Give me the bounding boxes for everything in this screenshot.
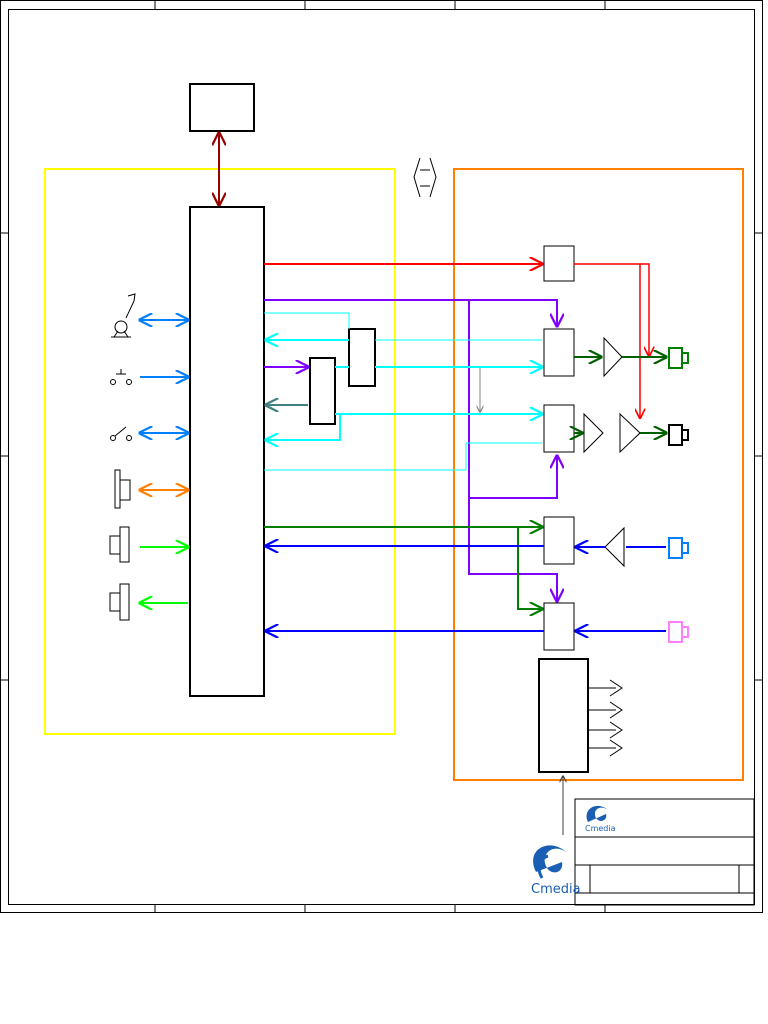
dark-green-lines: [574, 357, 666, 433]
cyan-signal-lines: [264, 312, 542, 471]
top-block[interactable]: [189, 83, 255, 132]
connector-icon: [109, 526, 130, 563]
main-chip-block[interactable]: [189, 206, 265, 697]
right-block-3[interactable]: [543, 516, 575, 565]
right-block-1[interactable]: [543, 328, 575, 377]
switch-icon: [110, 426, 132, 441]
title-block: [574, 798, 755, 906]
mid-block-2[interactable]: [309, 357, 336, 425]
right-block-top[interactable]: [543, 245, 575, 282]
purple-bus-1: [264, 299, 557, 326]
connector-icon: [109, 583, 130, 621]
right-region-box: [453, 168, 744, 781]
connector-icon: [114, 469, 131, 509]
red-branch-2: [640, 263, 649, 356]
logo-small-text: Cmedia: [585, 824, 616, 833]
green-to-block4: [517, 527, 542, 609]
audio-jack-icon: [668, 347, 689, 643]
right-block-4[interactable]: [543, 602, 575, 651]
sheet-border: [0, 0, 763, 913]
purple-bus-2: [468, 300, 557, 499]
amplifier-icon: [583, 336, 641, 568]
logo-large-text: Cmedia: [531, 882, 581, 897]
switch-icon: [110, 369, 132, 385]
purple-bus-3: [468, 498, 557, 601]
microphone-icon: [111, 293, 136, 338]
cmedia-logo-small: Cmedia: [585, 805, 616, 833]
mid-block-1[interactable]: [348, 328, 376, 387]
cmedia-logo-large: Cmedia: [531, 845, 581, 897]
right-block-2[interactable]: [543, 404, 575, 453]
bracket-symbol: [413, 157, 437, 198]
bottom-right-block[interactable]: [538, 658, 589, 773]
output-lines: [588, 679, 623, 757]
